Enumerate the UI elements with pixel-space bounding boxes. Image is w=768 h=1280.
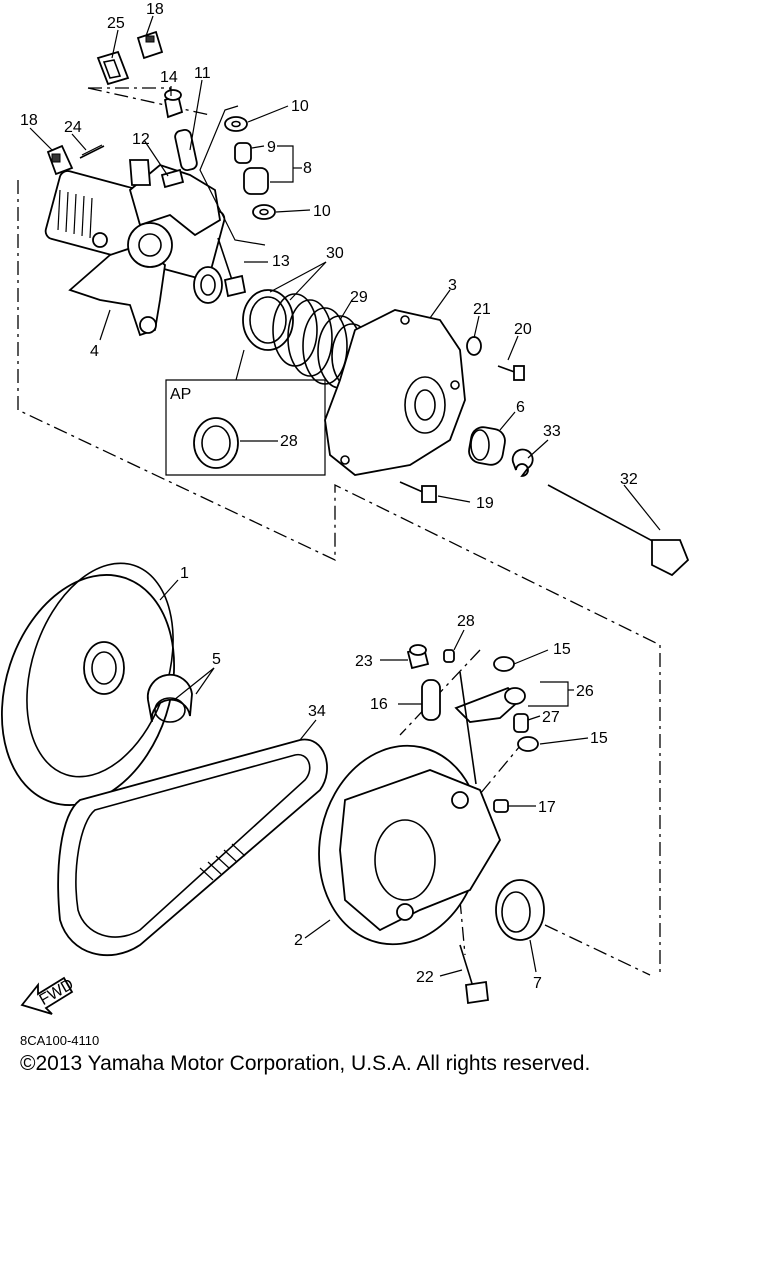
label-31: 30 xyxy=(326,245,344,262)
label-15-top: 15 xyxy=(553,641,571,658)
ap-label: AP xyxy=(170,386,191,403)
label-10-top: 10 xyxy=(291,98,309,115)
label-21: 21 xyxy=(473,301,491,318)
label-18-left: 18 xyxy=(20,112,38,129)
copyright-notice: ©2013 Yamaha Motor Corporation, U.S.A. A… xyxy=(20,1052,591,1075)
dashed-outline xyxy=(17,87,661,976)
label-28: 28 xyxy=(457,613,475,630)
label-5: 5 xyxy=(212,651,221,668)
label-11: 11 xyxy=(194,65,211,82)
label-23: 23 xyxy=(355,653,373,670)
part-18-25-slider-blocks xyxy=(46,30,164,176)
part-number-labels: 25 18 14 11 18 24 12 10 9 8 10 13 30 29 … xyxy=(20,1,638,992)
label-22: 22 xyxy=(416,969,434,986)
label-26: 26 xyxy=(576,683,594,700)
label-16: 16 xyxy=(370,696,388,713)
label-14: 14 xyxy=(160,69,178,86)
label-6: 6 xyxy=(516,399,525,416)
label-27: 27 xyxy=(542,709,560,726)
label-20: 20 xyxy=(514,321,532,338)
label-29: 28 xyxy=(280,433,298,450)
label-8: 8 xyxy=(303,160,312,177)
label-2: 2 xyxy=(294,932,303,949)
label-34: 34 xyxy=(308,703,326,720)
part-2-movable-sheave xyxy=(318,744,502,946)
label-24: 24 xyxy=(64,119,82,136)
part-3-spider-cover xyxy=(324,309,466,476)
label-7: 7 xyxy=(533,975,542,992)
label-30: 29 xyxy=(350,289,368,306)
ap-callout-box xyxy=(165,349,326,476)
part-5-slide-collars xyxy=(146,673,193,723)
part-34-v-belt xyxy=(57,738,328,957)
label-3: 3 xyxy=(448,277,457,294)
label-13: 13 xyxy=(272,253,290,270)
diagram-code: 8CA100-4110 xyxy=(20,1033,100,1048)
parts-7-22 xyxy=(459,879,545,1005)
label-25: 25 xyxy=(107,15,125,32)
label-1: 1 xyxy=(180,565,189,582)
label-18-top: 18 xyxy=(146,1,164,18)
parts-8-9-10-bushings xyxy=(199,105,276,246)
fwd-direction-arrow: FWD xyxy=(20,976,77,1015)
exploded-parts-diagram: FWD xyxy=(1,1,690,1015)
label-10-bottom: 10 xyxy=(313,203,331,220)
label-12: 12 xyxy=(132,131,150,148)
label-17: 17 xyxy=(538,799,556,816)
label-9: 9 xyxy=(267,139,276,156)
parts-15-16-17-23-26-27-28 xyxy=(406,644,539,813)
fwd-label: FWD xyxy=(37,976,77,1009)
part-4-spider-assembly xyxy=(44,159,226,337)
label-4: 4 xyxy=(90,343,99,360)
label-19: 19 xyxy=(476,495,494,512)
label-15-bottom: 15 xyxy=(590,730,608,747)
label-33: 33 xyxy=(543,423,561,440)
label-32: 32 xyxy=(620,471,638,488)
leader-lines xyxy=(29,15,661,977)
